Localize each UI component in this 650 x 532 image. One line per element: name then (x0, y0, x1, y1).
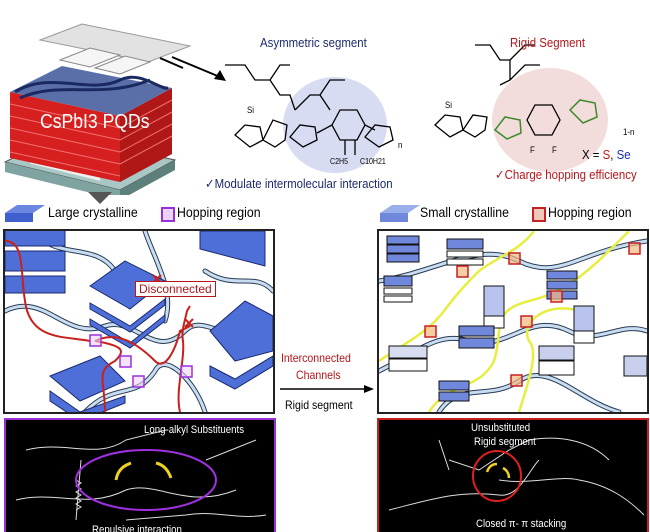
x-separator: , (610, 147, 617, 162)
rigid-segment-label: Rigid Segment (510, 35, 586, 50)
x-definition: X = S, Se (582, 147, 631, 162)
channels-label: Channels (296, 368, 341, 382)
long-alkyl-label: Long-alkyl Substituents (144, 424, 245, 436)
closed-pi-stacking-label: Closed π- π stacking (476, 518, 567, 530)
c2h5-label: C2H5 (330, 157, 348, 166)
molecular-simulation-left (15, 429, 267, 521)
small-crystalline-morphology-panel (377, 229, 649, 414)
down-arrow-icon (88, 192, 112, 204)
large-crystalline-icon (5, 205, 45, 222)
asymmetric-segment-label: Asymmetric segment (260, 35, 367, 50)
legend-hopping-region-left: Hopping region (177, 204, 261, 220)
charge-hopping-label: ✓Charge hopping efficiency (495, 167, 637, 182)
small-crystalline-icon (380, 205, 420, 222)
si-atom-1: Si (247, 105, 255, 115)
disconnected-label: Disconnected (135, 281, 216, 297)
legend-hopping-region-right: Hopping region (548, 204, 632, 220)
rigid-segment-simulation-panel: Unsubstituted Rigid segment Closed π- π … (377, 418, 649, 532)
device-illustration: CsPbI3 PQDs (0, 0, 210, 200)
morphology-diagram-left (5, 231, 273, 412)
morphology-diagram-right (379, 231, 647, 412)
subscript-1-n: 1-n (623, 127, 635, 137)
subscript-n: n (398, 140, 403, 150)
unsubstituted-label: Unsubstituted (471, 422, 531, 434)
legend-small-crystalline: Small crystalline (420, 204, 510, 220)
molecule-structure: Asymmetric segment Rigid Segment Si Si n… (205, 25, 650, 195)
legend-large-crystalline: Large crystalline (48, 204, 138, 220)
interconnected-label: Interconnected (281, 351, 351, 365)
long-alkyl-simulation-panel: Long-alkyl Substituents Repulsive intera… (4, 418, 276, 532)
c10h21-label: C10H21 (360, 157, 386, 166)
repulsive-interaction-label: Repulsive interaction (92, 524, 182, 532)
fluorine-2: F (552, 145, 557, 155)
rigid-segment-transition-label: Rigid segment (285, 398, 353, 412)
hopping-region-icon (532, 207, 546, 222)
device-label: CsPbI3 PQDs (40, 111, 150, 133)
si-atom-2: Si (445, 100, 453, 110)
pointer-arrow (171, 56, 226, 81)
modulate-label: ✓Modulate intermolecular interaction (205, 176, 393, 191)
fluorine-1: F (530, 145, 535, 155)
large-crystalline-morphology-panel: Disconnected (3, 229, 275, 414)
x-equals: X = (582, 147, 603, 162)
x-selenium: Se (616, 147, 631, 162)
molecular-simulation-right (388, 437, 645, 516)
rigid-segment-bottom-label: Rigid segment (474, 436, 536, 448)
transition-arrow (280, 385, 374, 393)
hopping-region-icon (161, 207, 175, 222)
x-sulfur: S (602, 147, 611, 162)
